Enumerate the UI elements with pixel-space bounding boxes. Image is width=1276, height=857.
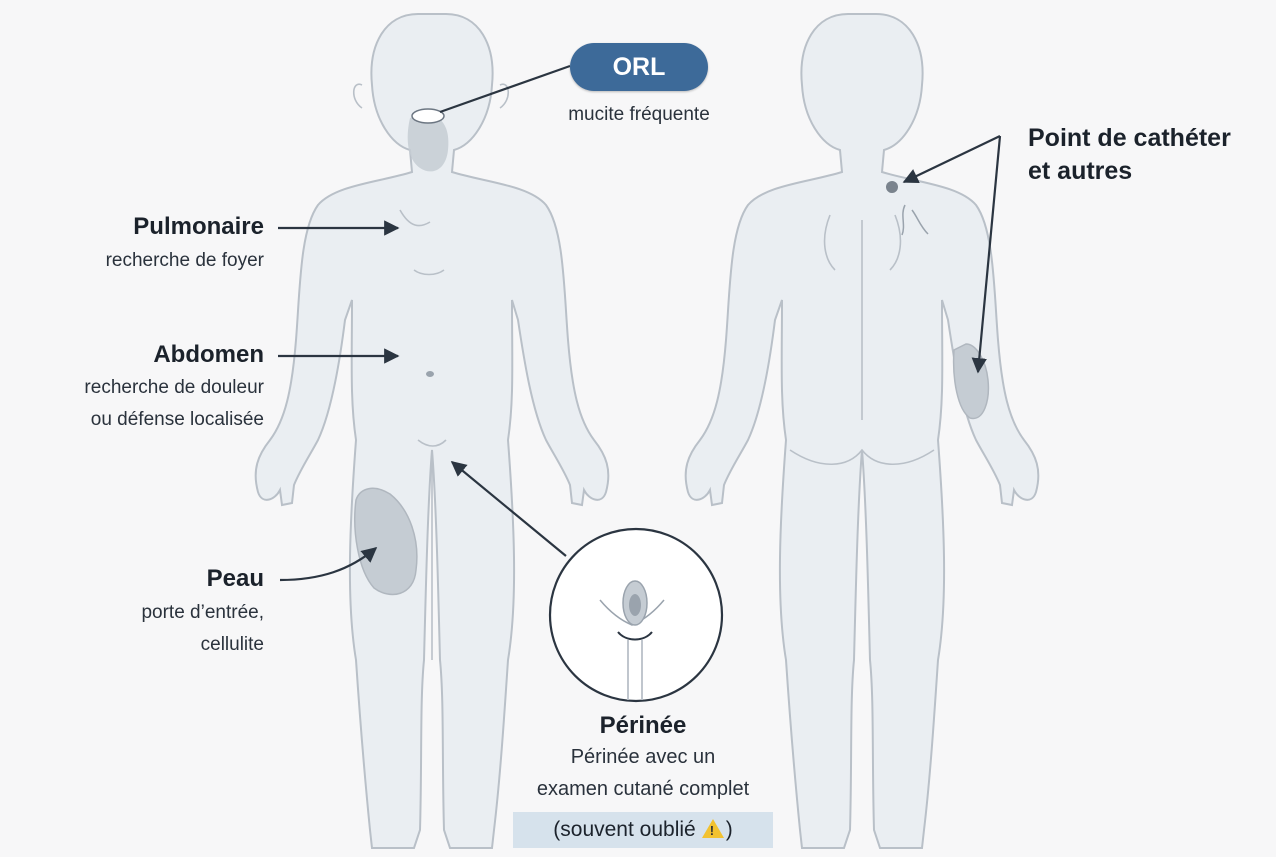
- perinee-line1: Périnée avec un: [493, 746, 793, 769]
- perinee-line2: examen cutané complet: [473, 778, 813, 801]
- catheter-title-line2: et autres: [1028, 157, 1132, 186]
- perinee-title: Périnée: [513, 712, 773, 740]
- pulmonaire-title: Pulmonaire: [133, 213, 264, 241]
- abdomen-subtitle-line2: ou défense localisée: [91, 409, 264, 431]
- orl-subtitle: mucite fréquente: [528, 104, 750, 126]
- catheter-point-marker: [886, 181, 898, 193]
- perinee-warning-close: ): [726, 818, 733, 842]
- orl-title-pill: ORL: [570, 43, 708, 91]
- peau-subtitle-line2: cellulite: [201, 634, 264, 656]
- abdomen-title: Abdomen: [153, 341, 264, 369]
- abdomen-subtitle-line1: recherche de douleur: [84, 377, 264, 399]
- perinee-warning-text: (souvent oublié: [553, 818, 695, 842]
- navel-marker: [426, 371, 434, 377]
- mouth-marker: [412, 109, 444, 123]
- catheter-title-line1: Point de cathéter: [1028, 124, 1231, 153]
- perineum-inset: [550, 529, 722, 701]
- peau-title: Peau: [207, 565, 264, 593]
- catheter-arrow-shoulder: [904, 136, 1000, 182]
- perinee-warning-box: (souvent oublié ! ): [513, 812, 773, 848]
- pulmonaire-subtitle: recherche de foyer: [106, 250, 264, 272]
- warning-triangle-icon: !: [702, 819, 724, 838]
- peau-subtitle-line1: porte d’entrée,: [141, 602, 264, 624]
